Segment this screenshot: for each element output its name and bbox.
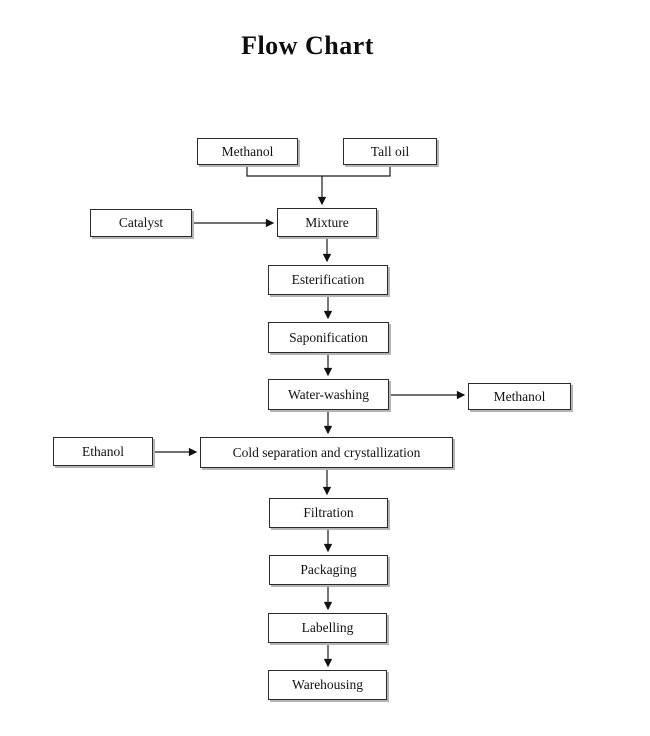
node-water-washing: Water-washing [268,379,389,410]
page-title: Flow Chart [241,31,374,60]
node-methanol-recovered: Methanol [468,383,571,410]
node-methanol-input: Methanol [197,138,298,165]
node-esterification: Esterification [268,265,388,295]
node-warehousing: Warehousing [268,670,387,700]
node-packaging: Packaging [269,555,388,585]
node-ethanol: Ethanol [53,437,153,466]
node-mixture: Mixture [277,208,377,237]
node-saponification: Saponification [268,322,389,353]
node-cold-separation-and-crystallization: Cold separation and crystallization [200,437,453,468]
node-tall-oil: Tall oil [343,138,437,165]
node-filtration: Filtration [269,498,388,528]
node-labelling: Labelling [268,613,387,643]
node-catalyst: Catalyst [90,209,192,237]
